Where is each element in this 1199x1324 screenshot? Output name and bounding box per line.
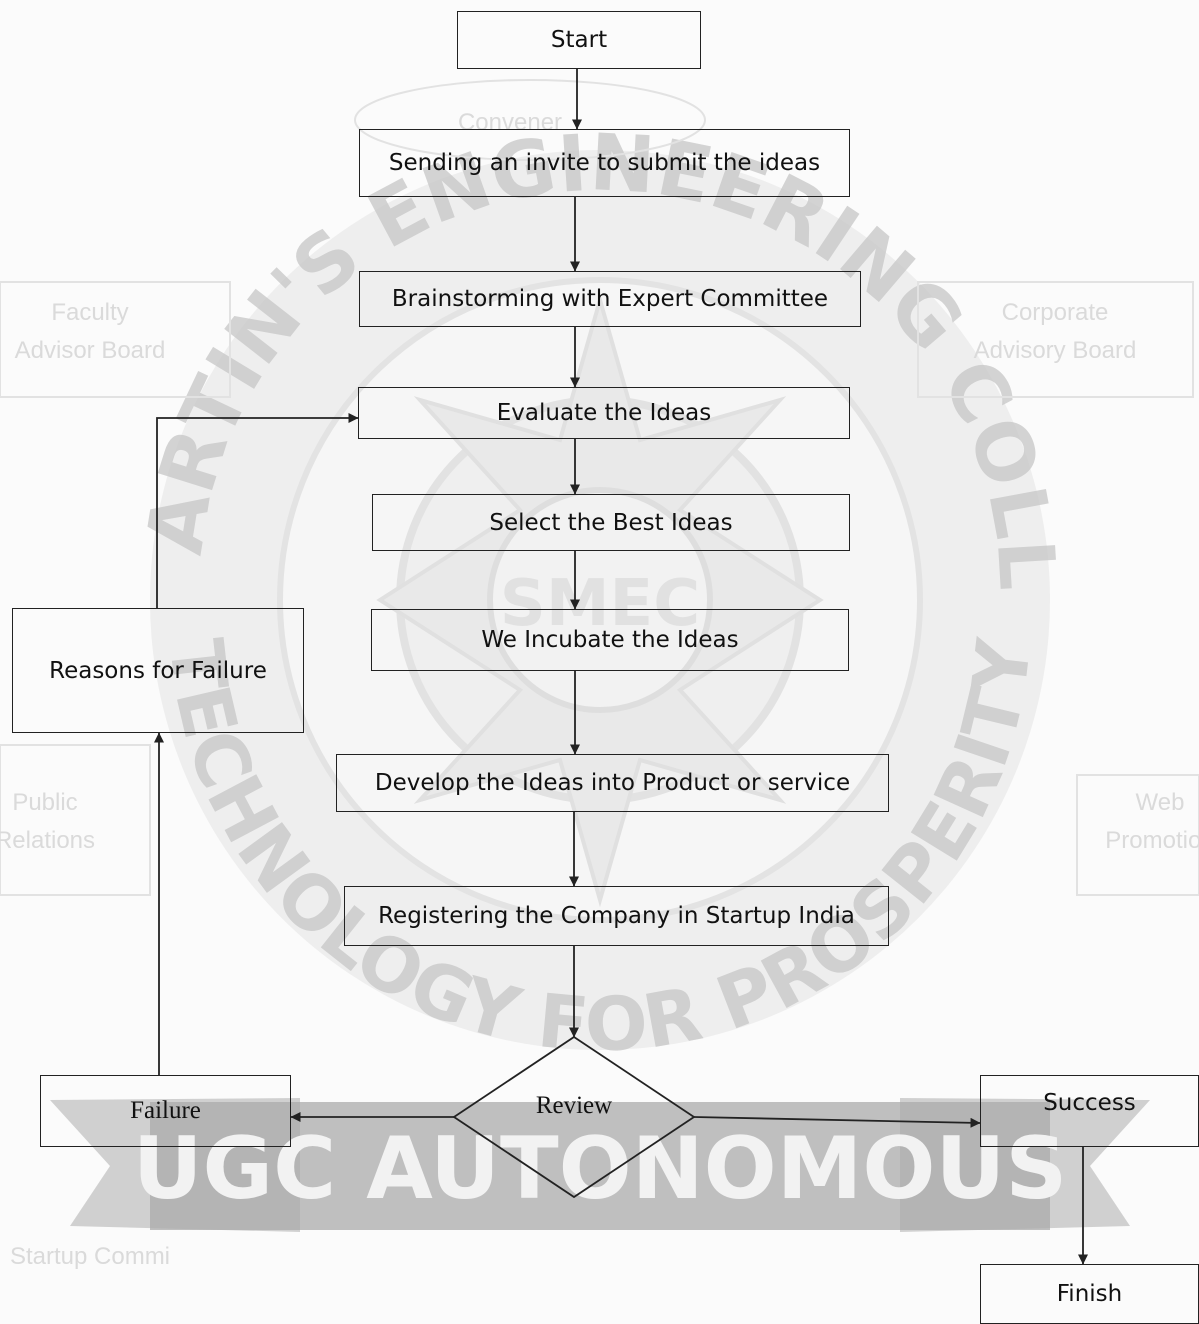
bg-right-box-line1: Corporate [1002,299,1109,326]
watermark-ribbon-text: UGC AUTONOMOUS [133,1119,1068,1219]
evaluate-step: Evaluate the Ideas [358,387,850,439]
incubate-step: We Incubate the Ideas [371,609,849,671]
develop-step: Develop the Ideas into Product or servic… [336,754,889,812]
review-label: Review [535,1092,613,1119]
bg-left-box-line1: Faculty [51,299,128,326]
finish-box: Finish [980,1264,1199,1324]
success-box: Success [980,1075,1199,1147]
start-node: Start [457,11,701,69]
bg-left-lower-line2: Relations [0,827,95,854]
select-step: Select the Best Ideas [372,494,850,551]
bg-bottom-left: Startup Commi [10,1243,170,1270]
bg-right-lower-line2: Promotion [1105,827,1199,854]
bg-right-lower-line1: Web [1136,789,1185,816]
bg-top-oval: Convener [458,109,562,136]
failure-box: Failure [40,1075,291,1147]
bg-left-lower-line1: Public [12,789,77,816]
review-decision-diamond [452,1035,696,1199]
reasons-for-failure-box: Reasons for Failure [12,608,304,733]
watermark-monogram: SMEC [500,567,700,641]
invite-step: Sending an invite to submit the ideas [359,129,850,197]
arrow-review-to-success [693,1116,981,1128]
brainstorm-step: Brainstorming with Expert Committee [359,271,861,327]
bg-left-box-line2: Advisor Board [15,337,166,364]
arrow-reasons-to-evaluate [156,413,359,608]
register-step: Registering the Company in Startup India [344,886,889,946]
bg-right-box-line2: Advisory Board [974,337,1137,364]
